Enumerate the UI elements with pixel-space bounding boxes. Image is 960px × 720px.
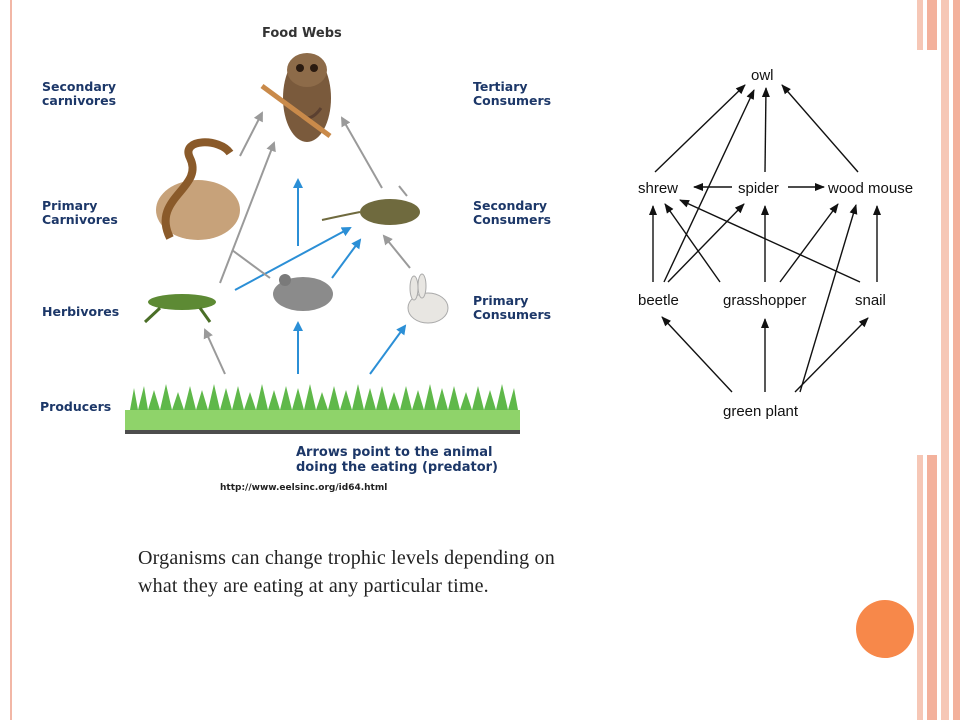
caption-line-2: what they are eating at any particular t… xyxy=(138,575,489,597)
label-primary-consumers: Primary Consumers xyxy=(473,293,551,322)
label-secondary-consumers: Secondary Consumers xyxy=(473,198,551,227)
network-edges xyxy=(649,84,881,393)
node-owl: owl xyxy=(751,67,774,84)
node-snail: snail xyxy=(855,292,886,309)
accent-circle xyxy=(856,600,914,658)
source-url: http://www.eelsinc.org/id64.html xyxy=(220,483,387,493)
node-green-plant: green plant xyxy=(723,403,799,420)
grasshopper-illustration xyxy=(143,294,216,324)
label-tertiary-consumers: Tertiary Consumers xyxy=(473,79,551,108)
node-beetle: beetle xyxy=(638,292,679,309)
owl-illustration xyxy=(260,53,332,142)
shrew-illustration xyxy=(321,199,420,225)
node-wood-mouse: wood mouse xyxy=(827,180,913,197)
mouse-illustration xyxy=(273,274,333,311)
snake-illustration xyxy=(156,138,240,240)
food-web-illustration: Food Webs Secondary carnivores Primary C… xyxy=(40,26,551,493)
arrow-note: Arrows point to the animal doing the eat… xyxy=(296,445,498,475)
label-herbivores: Herbivores xyxy=(42,304,119,319)
label-primary-carnivores: Primary Carnivores xyxy=(42,198,118,227)
label-secondary-carnivores: Secondary carnivores xyxy=(42,79,120,108)
grass-producers-illustration xyxy=(125,384,520,434)
caption-text: Organisms can change trophic levels depe… xyxy=(138,544,738,600)
food-web-title: Food Webs xyxy=(262,26,342,41)
node-spider: spider xyxy=(738,180,779,197)
node-shrew: shrew xyxy=(638,180,678,197)
rabbit-illustration xyxy=(407,273,449,324)
node-grasshopper: grasshopper xyxy=(723,292,806,309)
label-producers: Producers xyxy=(40,399,111,414)
caption-line-1: Organisms can change trophic levels depe… xyxy=(138,547,555,569)
food-web-arrows xyxy=(203,111,411,375)
food-web-network-diagram: owl shrew spider wood mouse beetle grass… xyxy=(620,50,938,455)
left-margin-rule xyxy=(10,0,12,720)
